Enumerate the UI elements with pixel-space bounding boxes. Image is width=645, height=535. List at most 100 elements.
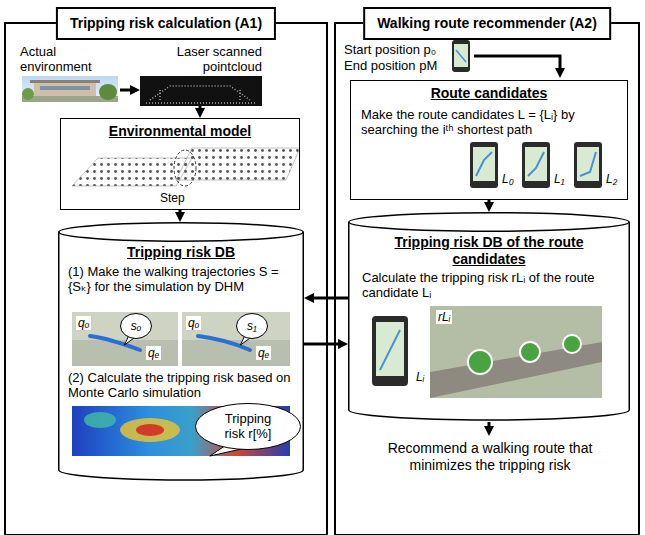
phone-route [580, 152, 596, 176]
text-slot: (1) Make the walking trajectories S = {S… [68, 264, 294, 294]
point-label: qₑ [146, 346, 161, 360]
phone-route [456, 50, 466, 62]
node-text: (1) Make the walking trajectories S = {S… [68, 264, 294, 294]
node-title: Tripping risk DB [58, 244, 304, 261]
photo-windows [40, 86, 90, 90]
process-box: Route candidatesMake the route candidate… [350, 80, 628, 200]
phone-body [574, 142, 602, 188]
point-label: qₒ [186, 316, 201, 330]
photo-sky [22, 76, 118, 102]
node-title: Tripping risk DB of the route candidates [368, 234, 610, 268]
risk-label: rLᵢ [436, 310, 452, 324]
route-label: Lᵢ [414, 370, 426, 384]
phone-body [522, 142, 550, 188]
pointcloud-points [146, 86, 256, 103]
pointcloud-image [140, 76, 262, 106]
trajectory-image [72, 312, 178, 366]
photo-roof [30, 80, 100, 83]
bubble-body [237, 314, 268, 339]
step-marker [174, 150, 196, 186]
cylinder-top [349, 213, 630, 232]
risk-spot [563, 335, 581, 353]
text-slot: sₒ [131, 319, 142, 334]
photo-building [34, 83, 96, 97]
text-slot: Environmental model [61, 123, 299, 140]
text-slot: Route candidates [351, 85, 627, 102]
point-label: qₑ [256, 346, 271, 360]
phone-icon [452, 40, 470, 72]
photo-tree [99, 84, 117, 100]
text-slot: Tripping risk r[%] [213, 411, 283, 441]
phone-screen [454, 44, 468, 67]
callout-bubble: s₁ [236, 313, 268, 339]
panel-header: Tripping risk calculation (A1) [56, 7, 276, 40]
node-text: (2) Calculate the tripping risk based on… [68, 370, 294, 400]
flow-arrow [474, 56, 560, 70]
flow-arrow [312, 297, 348, 300]
phone-route [380, 330, 400, 370]
phone-body [372, 316, 408, 386]
photo-tree [22, 88, 34, 100]
phone-route [476, 152, 492, 176]
bubble-body [196, 403, 301, 449]
bubble-body [121, 314, 152, 339]
cylinder-top [59, 223, 304, 242]
pointcloud-ground [140, 76, 262, 106]
text-slot: Tripping risk DB of the route candidates [368, 234, 610, 268]
route-photo [430, 306, 602, 398]
image-tile: Laser scanned pointcloud [140, 44, 262, 106]
text-slot: Laser scanned pointcloud [140, 44, 262, 74]
heatmap-zone [120, 418, 180, 442]
image-caption: Laser scanned pointcloud [140, 44, 262, 74]
node-text: Calculate the tripping risk rLᵢ of the r… [362, 270, 616, 300]
environment-photo [22, 76, 118, 102]
text-slot: (2) Calculate the tripping risk based on… [68, 370, 294, 400]
result-text: Recommend a walking route that minimizes… [370, 440, 610, 474]
flow-arrow [120, 89, 132, 92]
panel-title: Walking route recommender (A2) [377, 15, 597, 32]
node-title: Environmental model [61, 123, 299, 140]
position-label: End position pM [344, 58, 437, 73]
route-label: L₀ [500, 172, 516, 186]
node-text: Make the route candidates L = {Lᵢ} by se… [361, 107, 617, 137]
risk-spot [468, 350, 492, 374]
phone-route [528, 152, 544, 176]
phone-screen [376, 322, 404, 376]
heatmap-zone [136, 424, 164, 436]
position-label: Start position p₀ [344, 42, 436, 57]
database-cylinder: Tripping risk DB of the route candidates… [348, 212, 630, 420]
phone-body [470, 142, 498, 188]
node-title: Route candidates [351, 85, 627, 102]
text-slot: Calculate the tripping risk rLᵢ of the r… [362, 270, 616, 300]
phone-icon [522, 142, 550, 188]
callout-ellipse: Tripping risk r[%] [195, 403, 301, 450]
flow-arrow [488, 422, 491, 428]
flow-arrow [199, 106, 202, 110]
callout-text: sₒ [131, 319, 142, 334]
phone-screen [473, 147, 495, 181]
map-ground [182, 312, 290, 366]
dotted-plane-model [72, 148, 300, 186]
panel-title: Tripping risk calculation (A1) [70, 15, 262, 32]
route-label: L₂ [604, 172, 619, 186]
route-label: L₁ [552, 172, 566, 186]
text-slot: Make the route candidates L = {Lᵢ} by se… [361, 107, 617, 137]
text-slot: Tripping risk DB [58, 244, 304, 261]
text-slot: s₁ [247, 319, 257, 334]
heatmap-zone [84, 412, 116, 428]
trajectory-image [182, 312, 290, 366]
text-slot: Actual environment [20, 44, 120, 74]
phone-icon [372, 316, 408, 386]
map-ground [72, 312, 178, 366]
flow-arrow [488, 200, 491, 204]
photo-ground [430, 306, 602, 398]
phone-screen [525, 147, 547, 181]
flow-arrow [179, 210, 182, 214]
image-tile: Actual environment [20, 44, 120, 102]
phone-icon [574, 142, 602, 188]
callout-bubble: sₒ [120, 313, 152, 339]
phone-icon [470, 142, 498, 188]
point-label: qₒ [76, 316, 91, 330]
